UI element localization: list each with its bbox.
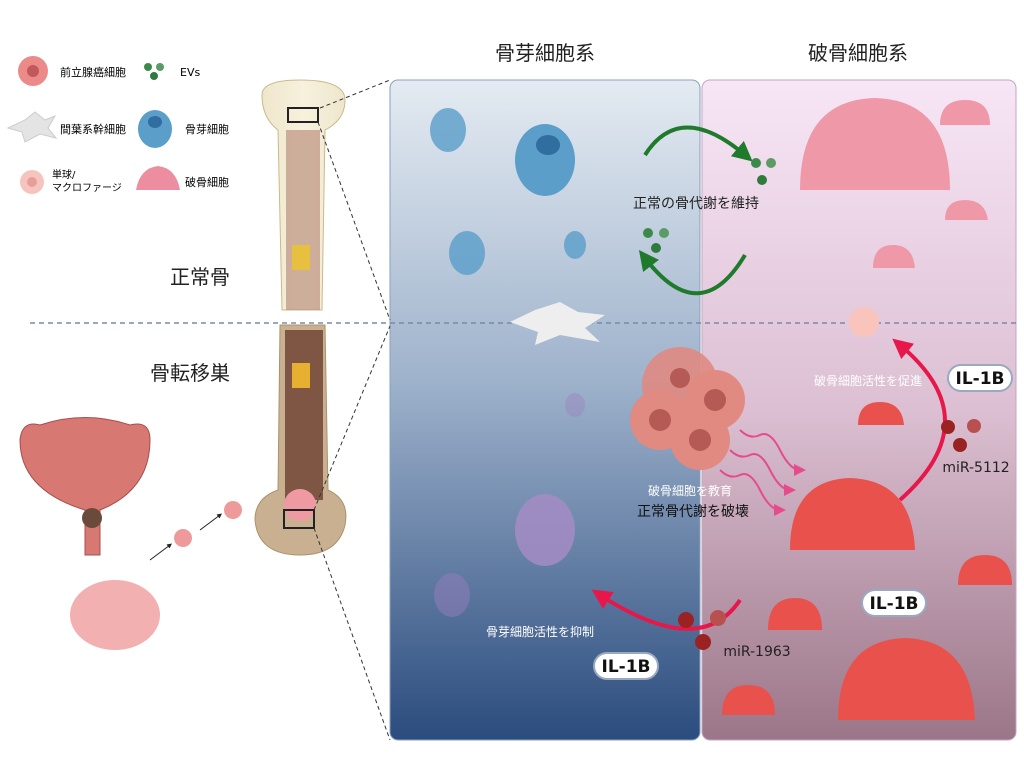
legend-label: 骨芽細胞: [185, 122, 229, 136]
svg-text:IL-1B: IL-1B: [602, 657, 651, 677]
legend-label: 破骨細胞: [185, 175, 229, 189]
il1b-badge: IL-1B: [947, 364, 1013, 392]
zoom-line: [317, 121, 391, 321]
maintain-label: 正常の骨代謝を維持: [633, 196, 759, 212]
osteoblast-icon: [138, 110, 172, 148]
svg-text:IL-1B: IL-1B: [956, 369, 1005, 389]
osteoclast-panel-title: 破骨細胞系: [808, 41, 908, 65]
zoom-line: [319, 79, 391, 109]
legend: 前立腺癌細胞 EVs 間葉系幹細胞 骨芽細胞 単球/ マクロファージ 破骨細胞: [6, 56, 229, 194]
monocyte: [849, 307, 879, 337]
zoom-line: [313, 325, 391, 511]
bone-metastasis-label: 骨転移巣: [150, 361, 230, 385]
legend-label: 間葉系幹細胞: [60, 122, 126, 136]
il1b-badge: IL-1B: [861, 589, 927, 617]
legend-label: マクロファージ: [52, 182, 122, 194]
mir-5112-label: miR-5112: [942, 460, 1009, 476]
tumor-cluster: [630, 347, 745, 470]
metastatic-bone-illustration: [254, 324, 347, 556]
destroy-label: 正常骨代謝を破壊: [637, 504, 749, 520]
legend-label: EVs: [180, 66, 200, 79]
svg-text:IL-1B: IL-1B: [870, 594, 919, 614]
zoom-line: [313, 527, 391, 741]
prostate-illustration: [19, 417, 242, 650]
normal-bone-label: 正常骨: [170, 265, 230, 289]
osteoblast-panel-title: 骨芽細胞系: [495, 41, 595, 65]
mir-1963-label: miR-1963: [723, 644, 790, 660]
mesenchymal-stem-cell-icon: [6, 111, 58, 143]
ev-particles: [643, 158, 776, 253]
normal-bone-illustration: [261, 79, 346, 311]
green-cycle-arrow: [638, 250, 747, 296]
osteoblast-cells: [430, 108, 605, 617]
legend-label: 単球/: [52, 168, 76, 181]
mesenchymal-stem-cell: [510, 302, 605, 345]
suppress-arrow: [591, 589, 742, 631]
osteoclast-cells: [722, 98, 1012, 720]
suppress-label: 骨芽細胞活性を抑制: [486, 624, 594, 639]
extracellular-vesicles-icon: [144, 63, 164, 80]
promote-label: 破骨細胞活性を促進: [814, 373, 922, 388]
signal-arrows: [719, 429, 806, 516]
il1b-badge: IL-1B: [593, 652, 659, 680]
osteoclast-icon: [136, 166, 180, 190]
legend-label: 前立腺癌細胞: [60, 65, 126, 79]
mirna-particles: [678, 419, 981, 650]
educate-label: 破骨細胞を教育: [648, 483, 732, 498]
green-cycle-arrow: [643, 125, 753, 162]
